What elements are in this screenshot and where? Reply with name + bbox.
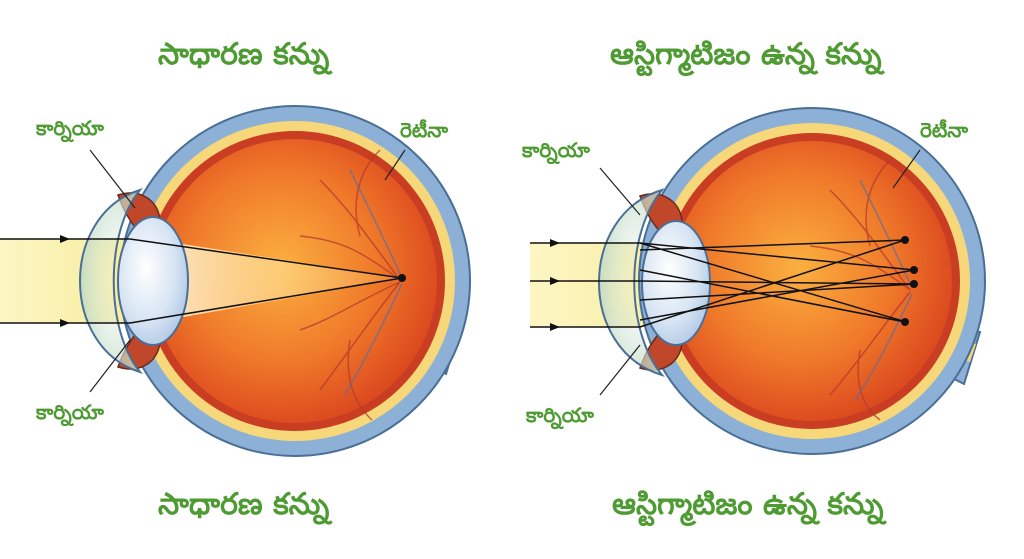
focal-point: [901, 318, 909, 326]
arrow-top: [550, 239, 560, 247]
focal-point: [901, 236, 909, 244]
normal-cornea-label-upper: కార్నియా: [36, 116, 104, 140]
astigmatic-cornea-label-lower: కార్నియా: [526, 403, 594, 427]
leader-cornea-lower: [599, 344, 641, 396]
arrow-middle: [550, 277, 560, 285]
normal-retina-label: రెటీనా: [400, 118, 449, 142]
focal-point: [910, 266, 918, 274]
cornea: [598, 188, 665, 377]
leader-cornea-upper: [89, 149, 136, 209]
ray-converge-top: [129, 238, 403, 279]
astigmatic-cornea-label-upper: కార్నియా: [522, 138, 590, 162]
blood-vessels-blue: [344, 169, 403, 396]
arrow-bottom: [60, 319, 70, 327]
focal-point: [910, 280, 918, 288]
lens: [641, 220, 711, 346]
normal-eye: [0, 105, 471, 457]
leader-retina: [384, 149, 406, 181]
arrow-top: [60, 235, 70, 243]
normal-eye-caption: సాధారణ కన్ను: [158, 487, 330, 522]
scattered-rays: [639, 239, 915, 328]
astigmatic-retina-label: రెటీనా: [920, 118, 969, 142]
leader-cornea-lower: [89, 339, 131, 393]
astigmatic-eye: [530, 107, 986, 455]
astigmatic-eye-title: ఆస్టిగ్మాటిజం ఉన్న కన్ను: [610, 37, 882, 72]
vitreous-body: [672, 141, 952, 421]
normal-cornea-label-lower: కార్నియా: [36, 400, 104, 424]
ray-converge-bottom: [129, 277, 403, 324]
leader-cornea-upper: [599, 167, 641, 216]
blood-vessels-blue: [854, 179, 913, 401]
focal-point: [398, 274, 406, 282]
arrow-bottom: [550, 323, 560, 331]
lens: [117, 216, 189, 346]
blood-vessels: [299, 149, 401, 421]
astigmatic-eye-caption: ఆస్టిగ్మాటిజం ఉన్న కన్ను: [612, 487, 884, 522]
leader-retina: [892, 149, 921, 189]
light-cone: [150, 239, 402, 323]
normal-eye-title: సాధారణ కన్ను: [158, 37, 330, 72]
cornea: [79, 188, 143, 374]
